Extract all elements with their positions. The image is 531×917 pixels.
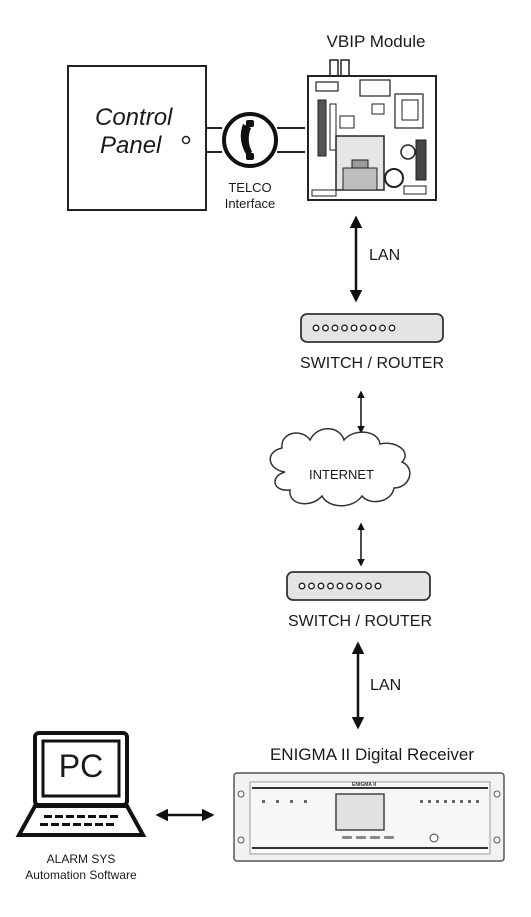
switch-port-dot bbox=[312, 324, 320, 332]
switch-port-dot bbox=[355, 582, 363, 590]
switch-port-dot bbox=[346, 582, 353, 590]
internet-label: INTERNET bbox=[309, 467, 374, 482]
receiver-button bbox=[384, 836, 394, 839]
internet-cloud bbox=[269, 428, 411, 507]
telco-lines bbox=[207, 127, 305, 153]
switch-port-dot bbox=[365, 582, 372, 590]
telco-label: TELCO Interface bbox=[225, 180, 276, 212]
switch-port-dot bbox=[336, 582, 344, 590]
telco-label-line2: Interface bbox=[224, 196, 276, 211]
switch-port-dot bbox=[360, 324, 367, 332]
receiver-led bbox=[436, 800, 439, 803]
keyboard-key bbox=[95, 823, 103, 826]
receiver-led bbox=[276, 800, 279, 803]
keyboard-key bbox=[110, 815, 118, 818]
switch-port-dot bbox=[308, 582, 315, 590]
keyboard-key bbox=[84, 823, 92, 826]
switch-port-dot bbox=[369, 324, 377, 332]
switch-port-dot bbox=[331, 324, 339, 332]
keyboard-key bbox=[51, 823, 59, 826]
pc-software-line2: Automation Software bbox=[25, 868, 137, 882]
vbip-module-board bbox=[307, 59, 437, 201]
switch-router-top-device bbox=[300, 313, 444, 343]
pc-software-line1: ALARM SYS bbox=[46, 852, 116, 866]
keyboard-key bbox=[73, 823, 81, 826]
switch-port-dot bbox=[317, 582, 325, 590]
switch-port-dot bbox=[388, 324, 396, 332]
pc-screen-label: PC bbox=[58, 748, 104, 784]
switch-port-dot bbox=[322, 324, 329, 332]
keyboard-key bbox=[99, 815, 107, 818]
keyboard-key bbox=[55, 815, 63, 818]
keyboard-key bbox=[88, 815, 96, 818]
vbip-module-title: VBIP Module bbox=[326, 32, 426, 51]
control-panel-label-line2: Panel bbox=[100, 132, 162, 159]
receiver-led bbox=[420, 800, 423, 803]
keyboard-key bbox=[62, 823, 70, 826]
receiver-led bbox=[304, 800, 307, 803]
keyboard-key bbox=[40, 823, 48, 826]
keyboard-key bbox=[106, 823, 114, 826]
receiver-led bbox=[468, 800, 471, 803]
enigma-receiver-device bbox=[233, 772, 505, 862]
pc-laptop-icon bbox=[15, 731, 147, 837]
switch-port-dot bbox=[379, 324, 386, 332]
telco-label-line1: TELCO bbox=[228, 180, 272, 195]
receiver-button bbox=[356, 836, 366, 839]
keyboard-key bbox=[66, 815, 74, 818]
switch-port-dot bbox=[327, 582, 334, 590]
control-panel-label-line1: Control bbox=[95, 104, 173, 131]
switch-port-dot bbox=[374, 582, 382, 590]
receiver-button bbox=[342, 836, 352, 839]
keyboard-key bbox=[77, 815, 85, 818]
receiver-led bbox=[460, 800, 463, 803]
receiver-led bbox=[452, 800, 455, 803]
switch-port-dot bbox=[341, 324, 348, 332]
receiver-led bbox=[290, 800, 293, 803]
lan-bottom-label: LAN bbox=[370, 677, 402, 694]
receiver-led bbox=[476, 800, 479, 803]
receiver-led bbox=[428, 800, 431, 803]
pc-software-label: ALARM SYS Automation Software bbox=[25, 851, 136, 883]
switch-router-bottom-device bbox=[286, 571, 431, 601]
switch-port-dot bbox=[350, 324, 358, 332]
receiver-led bbox=[444, 800, 447, 803]
receiver-badge: ENIGMA II bbox=[352, 782, 376, 788]
control-panel-label: Control Panel bbox=[95, 104, 172, 160]
receiver-led bbox=[262, 800, 265, 803]
control-panel-box bbox=[67, 65, 207, 211]
switch-router-bottom-label: SWITCH / ROUTER bbox=[288, 613, 432, 630]
switch-port-dot bbox=[298, 582, 306, 590]
keyboard-key bbox=[44, 815, 52, 818]
phone-icon bbox=[222, 112, 278, 168]
receiver-button bbox=[370, 836, 380, 839]
receiver-title: ENIGMA II Digital Receiver bbox=[269, 745, 475, 764]
lan-top-label: LAN bbox=[369, 247, 401, 264]
switch-router-top-label: SWITCH / ROUTER bbox=[300, 355, 444, 372]
